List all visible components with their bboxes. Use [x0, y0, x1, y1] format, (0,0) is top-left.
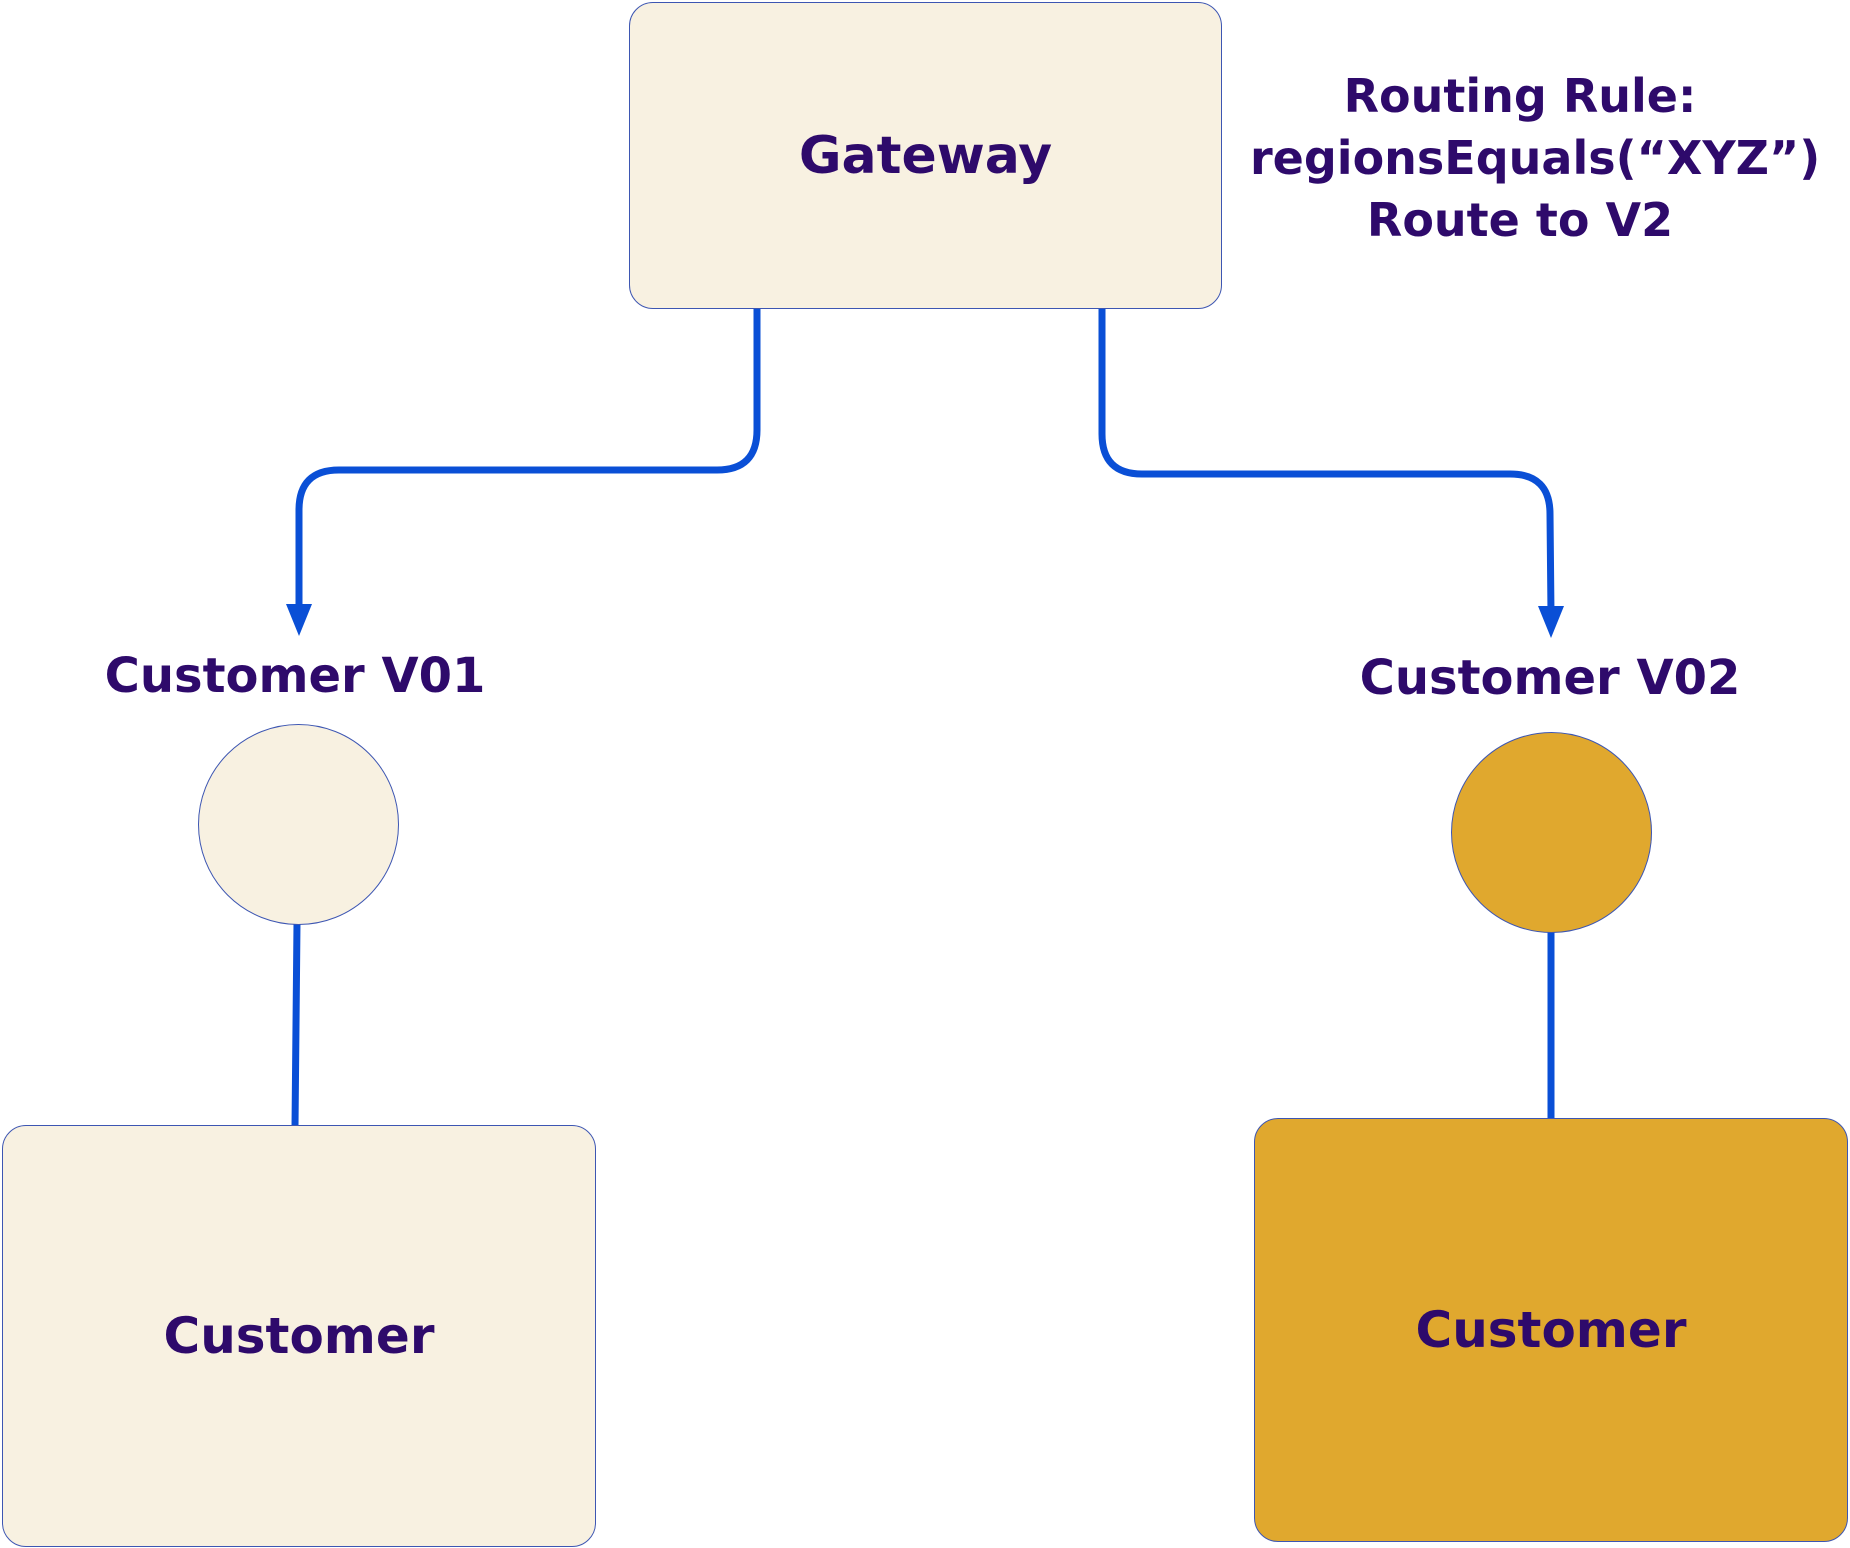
customer-v02-node[interactable] — [1451, 732, 1652, 933]
customer-v01-label: Customer V01 — [104, 648, 486, 704]
routing-rule-line-3: Route to V2 — [1366, 193, 1674, 247]
gateway-to-v01-connector — [295, 308, 761, 612]
customer-v02-service-box[interactable]: Customer — [1254, 1118, 1848, 1542]
routing-rule: Routing Rule: regionsEquals(“XYZ”) Route… — [1250, 65, 1821, 251]
customer-v01-service-box[interactable]: Customer — [2, 1125, 596, 1547]
customer-v01-service-label: Customer — [163, 1307, 435, 1365]
gateway-to-v02-connector — [1098, 306, 1555, 615]
customer-v02-service-label: Customer — [1415, 1301, 1687, 1359]
routing-rule-line-2: regionsEquals(“XYZ”) — [1250, 131, 1821, 185]
customer-v02-label: Customer V02 — [1359, 650, 1741, 706]
routing-rule-line-1: Routing Rule: — [1343, 69, 1697, 123]
v01-arrowhead — [286, 604, 312, 636]
gateway-label: Gateway — [798, 125, 1053, 186]
v02-arrowhead — [1538, 606, 1564, 638]
v01-circle-to-box-connector — [291, 919, 301, 1131]
gateway-box[interactable]: Gateway — [629, 2, 1222, 309]
customer-v01-node[interactable] — [198, 724, 399, 925]
